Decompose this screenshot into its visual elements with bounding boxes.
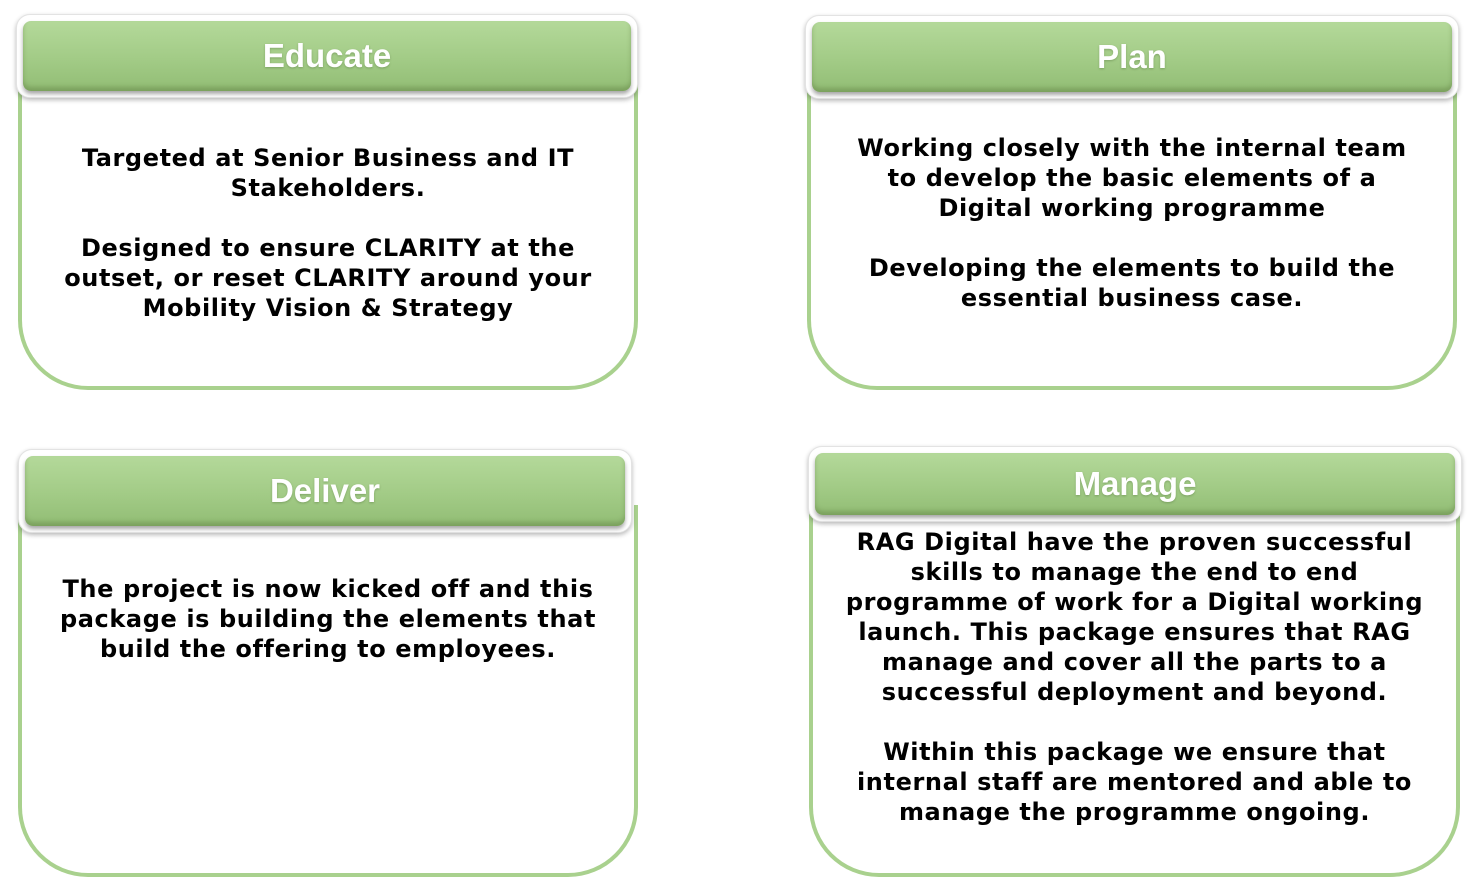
manage-card: RAG Digital have the proven successful s… [809, 500, 1460, 877]
manage-paragraph-2: Within this package we ensure that inter… [856, 737, 1412, 826]
deliver-title: Deliver [25, 456, 625, 526]
plan-title: Plan [812, 22, 1452, 92]
plan-paragraph-2: Developing the elements to build the ess… [868, 254, 1396, 312]
plan-card: Working closely with the internal team t… [807, 70, 1457, 390]
educate-card: Targeted at Senior Business and IT Stake… [18, 70, 638, 390]
plan-header: Plan [805, 15, 1459, 99]
educate-paragraph-1: Targeted at Senior Business and IT Stake… [81, 144, 575, 202]
deliver-paragraph-1: The project is now kicked off and this p… [59, 575, 597, 663]
manage-header: Manage [808, 446, 1462, 522]
deliver-header: Deliver [18, 449, 632, 533]
plan-paragraph-1: Working closely with the internal team t… [857, 134, 1407, 222]
educate-header: Educate [16, 14, 638, 98]
educate-title: Educate [23, 21, 631, 91]
deliver-card: The project is now kicked off and this p… [18, 505, 638, 877]
plan-card-body: Working closely with the internal team t… [811, 100, 1453, 346]
manage-paragraph-1: RAG Digital have the proven successful s… [845, 527, 1424, 706]
educate-paragraph-2: Designed to ensure CLARITY at the outset… [64, 234, 592, 322]
manage-card-body: RAG Digital have the proven successful s… [813, 525, 1456, 828]
manage-title: Manage [815, 453, 1455, 515]
educate-card-body: Targeted at Senior Business and IT Stake… [22, 100, 634, 366]
deliver-card-body: The project is now kicked off and this p… [22, 535, 634, 703]
